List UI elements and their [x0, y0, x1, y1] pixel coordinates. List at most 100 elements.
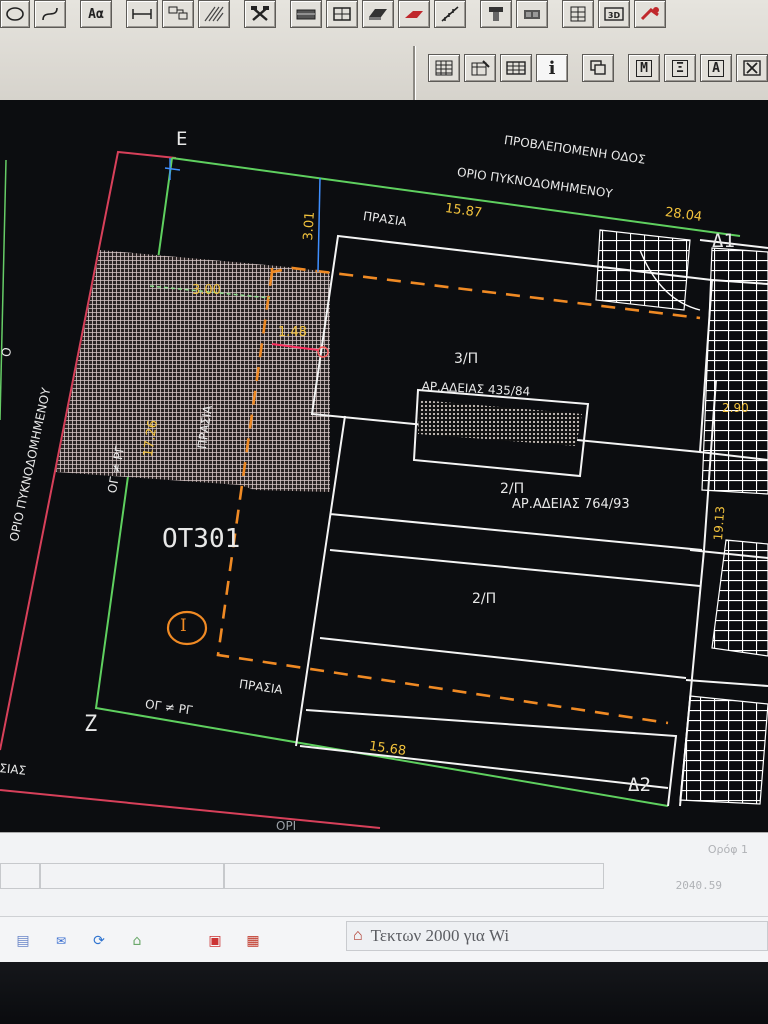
wall-tool-button[interactable] — [290, 0, 322, 28]
a-button[interactable]: A — [700, 54, 732, 82]
stair-curve — [639, 249, 701, 311]
edge-line-left — [0, 159, 7, 421]
toolbar-separator — [413, 46, 415, 100]
close-drawing-button[interactable] — [736, 54, 768, 82]
toolbar-row-2: i M Ξ A — [428, 54, 768, 82]
svg-text:3D: 3D — [608, 11, 621, 20]
building-line-dashed — [216, 266, 701, 725]
grid-view-button[interactable] — [428, 54, 460, 82]
dimension-290: 2.90 — [722, 401, 749, 415]
column-tool-button[interactable] — [480, 0, 512, 28]
m-button[interactable]: M — [628, 54, 660, 82]
render-icon — [640, 7, 659, 21]
xi-button[interactable]: Ξ — [664, 54, 696, 82]
permit-dot-fill — [418, 400, 582, 446]
layers-icon — [168, 6, 188, 20]
dimension-1913: 19.13 — [711, 505, 728, 541]
status-cell-2 — [40, 863, 224, 889]
dim-line-301 — [317, 177, 321, 273]
curve-tool-button[interactable] — [34, 0, 66, 28]
text-tool-button[interactable]: Aα — [80, 0, 112, 28]
monitor-bezel — [0, 962, 768, 1024]
app-icon-doc[interactable]: ▦ — [246, 933, 260, 949]
drawing-canvas[interactable]: E Z Δ1 Δ2 ΠΡΟΒΛΕΠΟΜΕΝΗ ΟΔΟΣ ΟΡΙΟ ΠΥΚΝΟΔΟ… — [0, 100, 768, 832]
corner-label-d2: Δ2 — [628, 774, 651, 796]
toolbar-row-1: Aα — [0, 0, 666, 28]
floor-indicator: Ορόφ 1 — [707, 843, 748, 856]
layer-tool-button[interactable] — [162, 0, 194, 28]
hatch-tool-button[interactable] — [198, 0, 230, 28]
zone-marker-label: I — [180, 616, 187, 636]
copy-button[interactable] — [582, 54, 614, 82]
edit-table-icon — [471, 60, 490, 76]
corner-label-d1: Δ1 — [712, 230, 735, 252]
furniture-icon — [524, 10, 540, 19]
floor-label-2p-b: 2/Π — [472, 591, 497, 607]
hammer-wrench-icon — [251, 6, 269, 21]
density-limit-line-left — [0, 150, 177, 751]
info-button[interactable]: i — [536, 54, 568, 82]
dimension-tool-button[interactable] — [126, 0, 158, 28]
circle-icon — [6, 7, 24, 21]
dimension-icon — [132, 9, 152, 19]
mail-icon[interactable]: ✉ — [55, 934, 67, 948]
edge-label-top-left: Ο — [0, 346, 15, 358]
status-cell-3 — [224, 863, 604, 889]
table-list-button[interactable] — [500, 54, 532, 82]
render-button[interactable] — [634, 0, 666, 28]
printer-icon[interactable]: ▤ — [16, 933, 30, 949]
close-icon — [743, 60, 761, 76]
permit-hatch-box — [412, 388, 590, 478]
stair-top-right — [595, 229, 691, 311]
permit-label-2: ΑΡ.ΑΔΕΙΑΣ 764/93 — [512, 497, 630, 512]
status-cells — [0, 863, 604, 889]
taskbar-app-title: Τεκτων 2000 για Wi — [370, 926, 510, 945]
taskbar: ▤ ✉ ⟳ ⌂ ▣ ▦ ⌂ Τεκτων 2000 για Wi — [0, 916, 768, 963]
clipped-label-bottom: ΟΡΙ — [276, 819, 297, 832]
window-icon — [333, 7, 351, 21]
refresh-icon[interactable]: ⟳ — [93, 933, 105, 949]
table-list-icon — [506, 61, 526, 75]
floor-label-3p: 3/Π — [454, 351, 479, 367]
curve-icon — [42, 7, 58, 21]
xi-label: Ξ — [672, 59, 688, 77]
window-tool-button[interactable] — [326, 0, 358, 28]
3d-view-icon: 3D — [604, 7, 624, 21]
3d-view-button[interactable]: 3D — [598, 0, 630, 28]
site-plan — [0, 150, 768, 829]
furniture-tool-button[interactable] — [516, 0, 548, 28]
stair-bottom-right — [679, 695, 768, 805]
dimension-148: 1.48 — [278, 325, 307, 340]
slab-tool-button[interactable] — [362, 0, 394, 28]
app-icon-red[interactable]: ▣ — [208, 933, 222, 949]
dimension-301: 3.01 — [301, 211, 318, 241]
text-tool-label: Aα — [88, 6, 104, 22]
courtyard-hatch — [56, 250, 330, 492]
taskbar-app-button[interactable]: ⌂ Τεκτων 2000 για Wi — [346, 921, 768, 951]
stair-icon — [441, 6, 459, 22]
copy-icon — [590, 60, 606, 75]
status-cell-1 — [0, 863, 40, 889]
roof-tool-button[interactable] — [398, 0, 430, 28]
dim-line-148 — [271, 343, 319, 351]
wall-icon — [296, 9, 316, 20]
dim-line-300 — [149, 285, 271, 299]
edit-table-button[interactable] — [464, 54, 496, 82]
status-bar: Ορόφ 1 2040.59 — [0, 832, 768, 917]
zone-marker-circle — [166, 610, 208, 646]
corner-label-z: Z — [84, 712, 98, 737]
tools-button[interactable] — [244, 0, 276, 28]
table-tool-button[interactable] — [562, 0, 594, 28]
circle-tool-button[interactable] — [0, 0, 30, 28]
hatch-icon — [204, 6, 224, 22]
roof-icon — [405, 11, 423, 18]
stair-tool-button[interactable] — [434, 0, 466, 28]
edge-label-bottom-left: ΣΙΑΣ — [0, 761, 27, 778]
building-2p-outline — [295, 379, 717, 807]
stair-right-column — [701, 247, 768, 495]
network-icon[interactable]: ⌂ — [132, 933, 142, 949]
block-label: ΟΤ301 — [162, 524, 241, 554]
app-logo-icon: ⌂ — [353, 927, 363, 944]
table-icon — [570, 6, 586, 22]
density-limit-line-bottom — [0, 789, 381, 829]
